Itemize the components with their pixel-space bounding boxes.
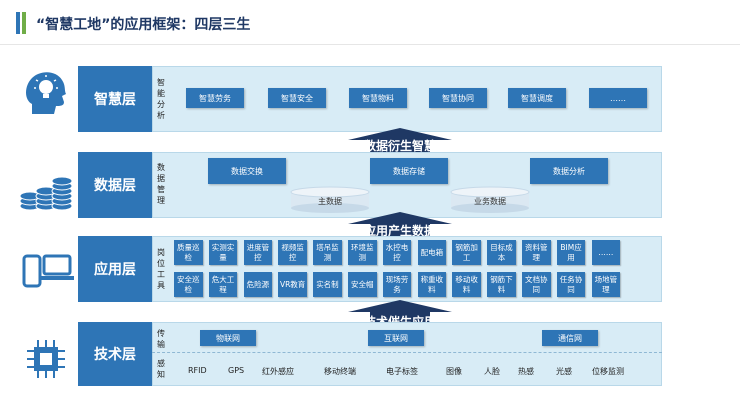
sensing-item: 电子标签 [386,367,418,376]
wisdom-item: 智慧协同 [429,88,487,108]
cylinder-label: 业务数据 [474,197,506,206]
arrow-label: 数据衍生智慧 [363,139,436,153]
data-item: 数据分析 [530,158,608,184]
wisdom-side-label: 智能分析 [157,78,165,120]
sensing-item: 位移监测 [592,367,624,376]
page-title: “智慧工地”的应用框架：四层三生 [36,17,251,33]
app-tool-item: 移动收料 [452,272,481,297]
data-layer-label: 数据层 [78,152,152,218]
app-tool-item: 质量巡检 [174,240,203,265]
database-cylinder [290,186,370,213]
app-tool-item: VR教育 [278,272,307,297]
app-tool-item: 资料管理 [522,240,551,265]
tech-layer-label: 技术层 [78,322,152,386]
coin-stack-icon [18,164,74,214]
app-tool-item: 文档协同 [522,272,551,297]
app-tool-item: 场地管理 [591,272,621,297]
app-tool-item: 任务协同 [556,272,586,297]
data-side-label: 数据管理 [157,163,165,205]
up-arrow [348,212,452,240]
app-tool-item: 钢筋加工 [452,240,481,265]
app-tool-item: 进度管控 [243,240,273,265]
head-lightbulb-icon [18,68,74,118]
sensing-item: 红外感应 [262,367,294,376]
sensing-item: 热感 [518,367,534,376]
app-tool-item: 危大工程 [208,272,238,297]
title-accent-blue [16,12,20,34]
app-tool-item: 危险源 [243,272,273,297]
chip-icon [18,334,74,384]
app-tool-item: 安全帽 [348,272,377,297]
app-tool-item: 现场劳务 [382,272,412,297]
title-divider [0,44,740,45]
wisdom-item: 智慧物料 [349,88,407,108]
app-tool-item: …… [591,240,621,265]
tech-divider [152,352,662,353]
network-item: 物联网 [200,330,256,346]
app-tool-item: 称重收料 [417,272,447,297]
data-item: 数据存储 [370,158,448,184]
wisdom-item: 智慧劳务 [186,88,244,108]
app-tool-item: 实测实量 [208,240,238,265]
sensing-item: 人脸 [484,367,500,376]
sensing-item: GPS [228,366,245,375]
app-tool-item: 目标成本 [487,240,516,265]
app-tool-item: 环境监测 [348,240,377,265]
cylinder-label: 主数据 [318,197,342,206]
app-tool-item: 实名制 [313,272,342,297]
app-layer-label: 应用层 [78,236,152,302]
app-tool-item: 塔吊监测 [313,240,342,265]
app-side-label: 岗位工具 [157,248,165,290]
up-arrow [348,128,452,156]
app-tool-item: 水控电控 [382,240,412,265]
data-item: 数据交换 [208,158,286,184]
wisdom-item: 智慧调度 [508,88,566,108]
app-tool-item: BIM应用 [556,240,586,265]
tech-sensing-label: 感知 [157,359,165,379]
wisdom-item: 智慧安全 [268,88,326,108]
sensing-item: 图像 [446,367,462,376]
wisdom-item: …… [589,88,647,108]
sensing-item: 光感 [556,367,572,376]
app-tool-item: 视频监控 [278,240,307,265]
sensing-item: 移动终端 [324,367,356,376]
network-item: 通信网 [542,330,598,346]
app-tool-item: 配电箱 [417,240,447,265]
sensing-item: RFID [188,366,207,375]
arrow-label: 应用产生数据 [363,224,436,238]
title-accent-green [22,12,26,34]
app-tool-item: 钢筋下料 [487,272,516,297]
app-tool-item: 安全巡检 [174,272,203,297]
network-item: 互联网 [368,330,424,346]
database-cylinder [450,186,530,213]
tech-transport-label: 传输 [157,329,165,349]
devices-icon [18,248,74,298]
wisdom-layer-label: 智慧层 [78,66,152,132]
